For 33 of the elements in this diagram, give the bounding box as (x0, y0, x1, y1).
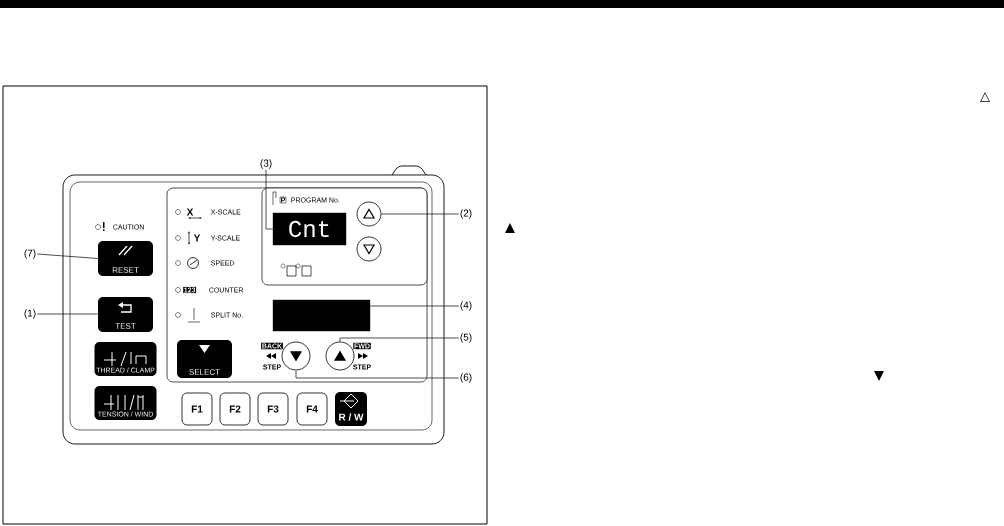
axis-letter: Y (193, 234, 201, 242)
callout-number: (7) (24, 249, 36, 259)
round-button (281, 341, 311, 371)
function-key: F3 (257, 392, 289, 426)
triangle-symbol: △ (980, 92, 990, 102)
leader-line (265, 169, 274, 230)
leader-line (36, 253, 99, 259)
callout-number: (3) (260, 159, 272, 169)
axis-letter: X (186, 208, 194, 216)
round-button (325, 341, 355, 371)
button: SELECT (177, 340, 232, 378)
leader-line (36, 313, 99, 315)
button: TEST (98, 297, 153, 332)
callout-number: (1) (24, 309, 36, 319)
function-key: F2 (219, 392, 251, 426)
leader-line (295, 370, 460, 379)
leader-line (369, 305, 460, 307)
round-button (356, 236, 382, 262)
leader-line (381, 213, 460, 215)
round-button (356, 201, 382, 227)
function-key: F1 (181, 392, 213, 426)
function-key: F4 (296, 392, 328, 426)
callout-number: (2) (460, 209, 472, 219)
button: RESET (98, 241, 153, 276)
triangle-symbol: ▲ (505, 223, 515, 233)
button: R / W (335, 392, 367, 426)
callout-number: (4) (460, 301, 472, 311)
led-display (272, 299, 371, 332)
callout-number: (5) (460, 333, 472, 343)
triangle-symbol: ▼ (874, 371, 884, 381)
leader-line (339, 337, 460, 342)
led-display: Cnt (272, 212, 347, 246)
callout-number: (6) (460, 373, 472, 383)
